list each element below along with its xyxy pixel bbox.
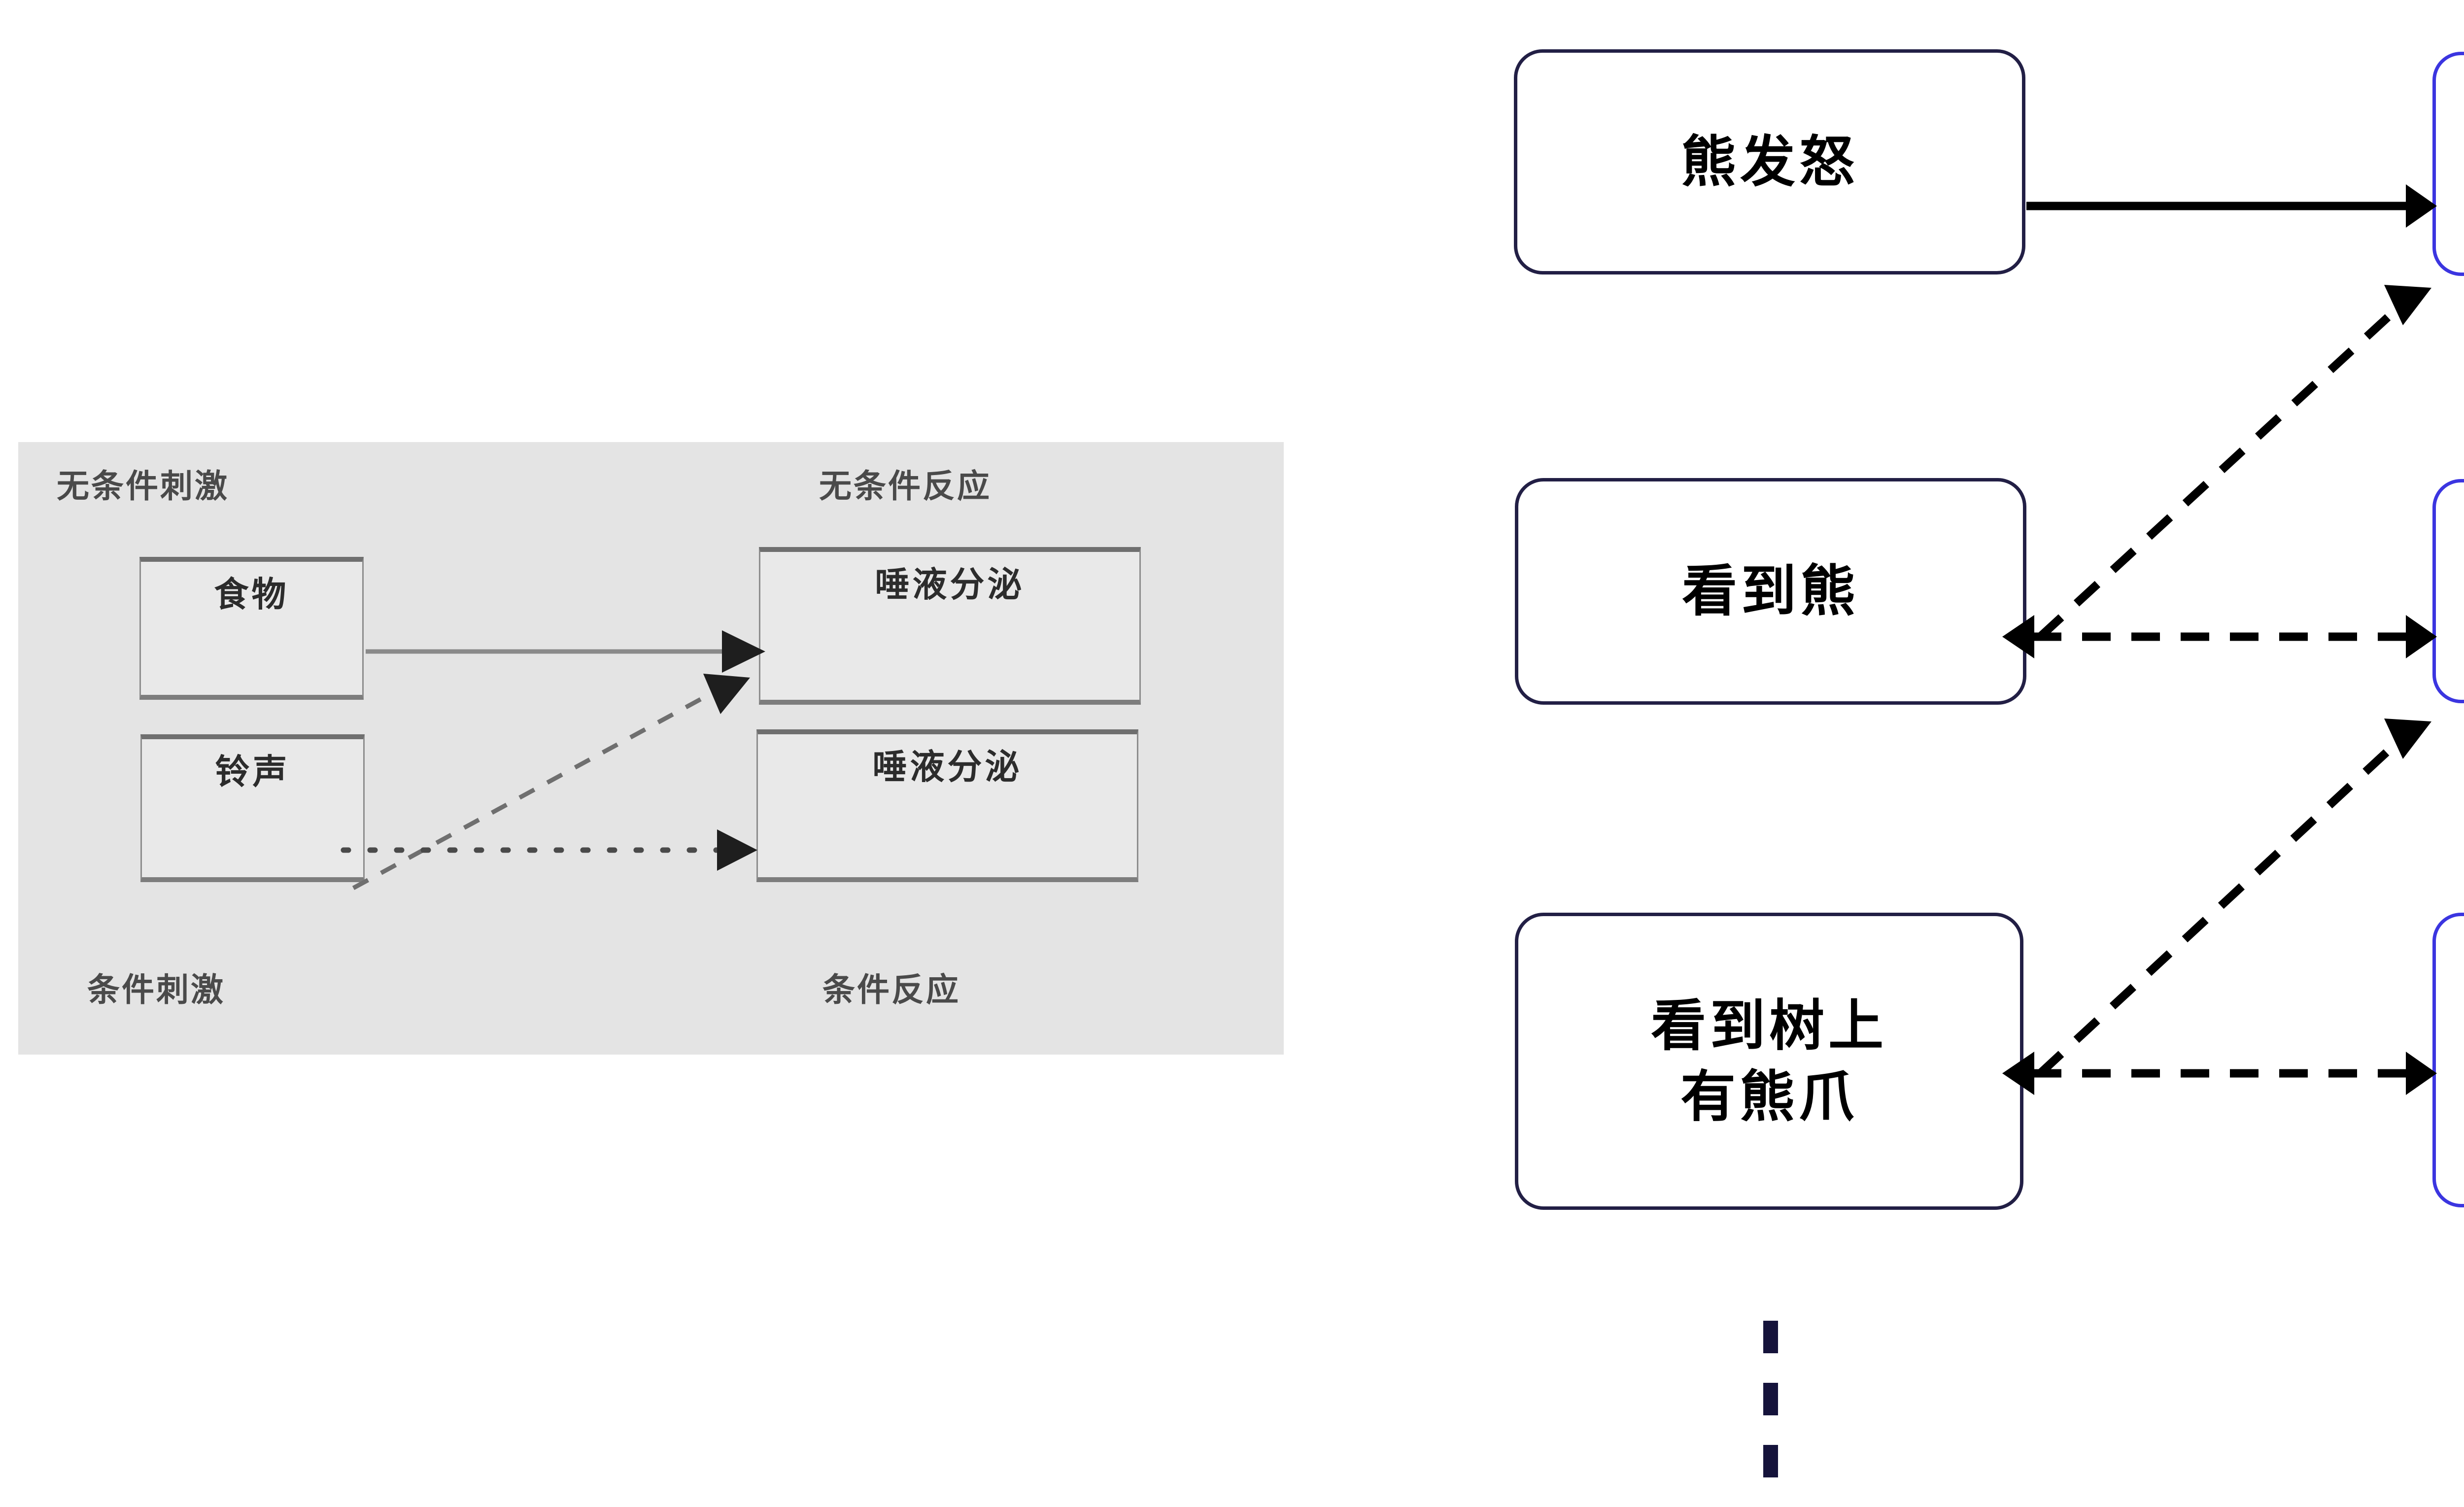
arrowhead-food-to-salivation — [722, 630, 765, 673]
label-unconditioned-response: 无条件反应 — [819, 468, 992, 504]
pavlov-connectors — [341, 630, 765, 890]
ellipsis-dot — [1763, 1383, 1778, 1415]
box-bell-label: 铃声 — [215, 753, 290, 791]
box-see-bear-claw-label: 看到树上 有熊爪 — [1651, 995, 1887, 1128]
arrowhead-see-claw-to-value-next-state — [2384, 719, 2431, 759]
box-see-bear-label: 看到熊 — [1682, 560, 1859, 622]
box-bear-angry[interactable]: 熊发怒 — [1514, 49, 2025, 274]
arrowhead-bell-diagonal — [703, 674, 750, 714]
arrowhead-bell-conditioned — [717, 829, 757, 871]
connector-see-bear-to-reward — [2037, 298, 2408, 640]
classical-conditioning-panel: 无条件刺激 无条件反应 条件刺激 条件反应 食物 唾液分泌 铃声 唾液分泌 — [18, 442, 1284, 1055]
box-see-bear[interactable]: 看到熊 — [1515, 478, 2026, 705]
ellipsis-dot — [1763, 1445, 1778, 1477]
box-salivation-conditioned-label: 唾液分泌 — [872, 748, 1023, 786]
box-see-bear-claw[interactable]: 看到树上 有熊爪 — [1515, 913, 2023, 1210]
box-value-state[interactable]: V(s) — [2432, 913, 2464, 1207]
ellipsis-left-column — [1763, 1321, 1778, 1507]
connector-bell-to-salivation-diagonal — [352, 686, 722, 890]
box-bell: 铃声 — [140, 734, 365, 882]
ellipsis-dot — [1763, 1321, 1778, 1353]
box-salivation-unconditioned: 唾液分泌 — [759, 547, 1141, 705]
label-conditioned-response: 条件反应 — [822, 971, 960, 1008]
connector-see-claw-to-value-next-state — [2037, 732, 2408, 1077]
box-food: 食物 — [139, 557, 364, 700]
label-unconditioned-stimulus: 无条件刺激 — [57, 468, 229, 504]
box-food-label: 食物 — [214, 575, 289, 614]
box-salivation-conditioned: 唾液分泌 — [756, 729, 1138, 882]
box-bear-angry-label: 熊发怒 — [1681, 131, 1858, 193]
arrowhead-see-bear-to-reward — [2384, 285, 2431, 325]
box-reward[interactable]: 奖励 — [2432, 52, 2464, 276]
box-value-next-state[interactable]: V(s′) — [2432, 479, 2464, 703]
label-conditioned-stimulus: 条件刺激 — [87, 971, 225, 1008]
box-salivation-unconditioned-label: 唾液分泌 — [875, 565, 1025, 604]
